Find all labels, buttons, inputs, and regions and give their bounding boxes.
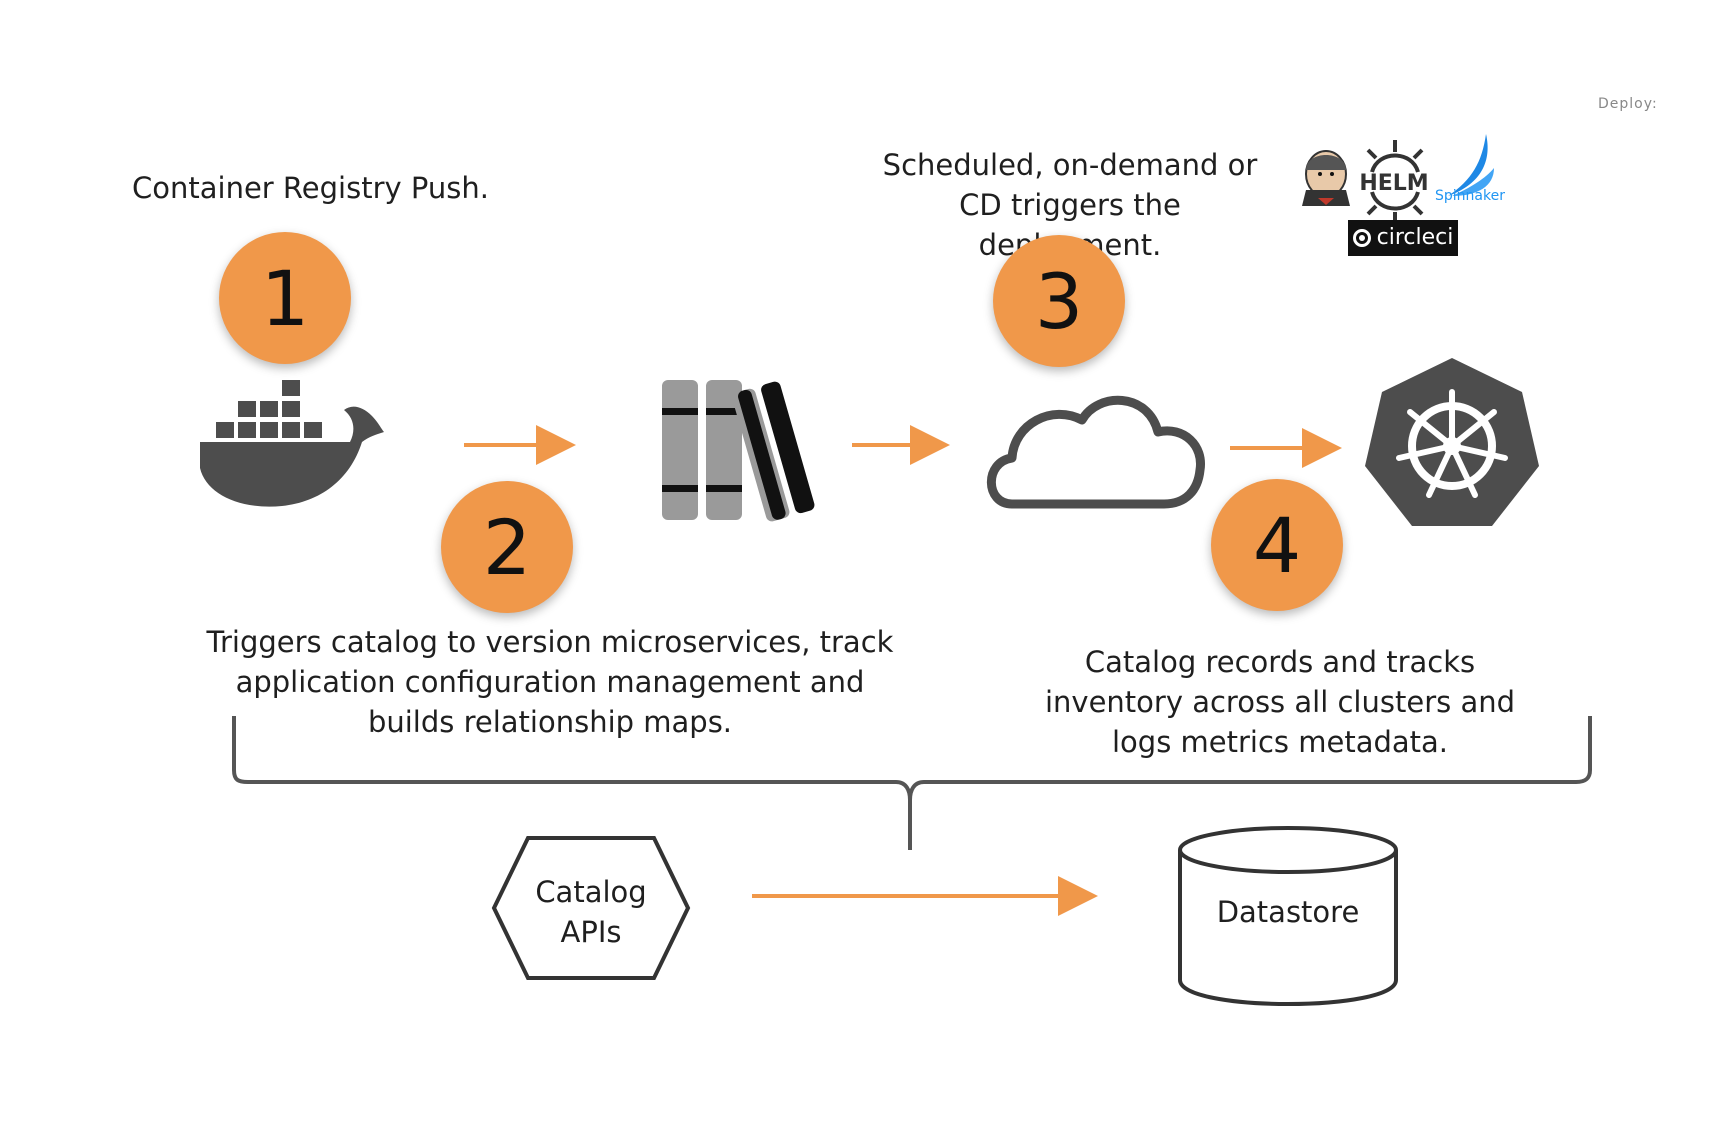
step-2-label-line-3: builds relationship maps. — [367, 705, 733, 739]
step-1-label-line: Container Registry Push. — [132, 171, 489, 205]
spinnaker-wordmark: Spinnaker — [1435, 188, 1505, 204]
step-4-label: Catalog records and tracks inventory acr… — [1030, 642, 1530, 762]
helm-wordmark: HELM — [1359, 171, 1428, 196]
kubernetes-helm-icon — [1365, 358, 1539, 526]
cloud-icon — [986, 395, 1205, 509]
datastore-label: Datastore — [1216, 895, 1360, 929]
step-1-badge: 1 — [219, 232, 351, 364]
step-2-label-line-2: application configuration management and — [235, 665, 865, 699]
circleci-logo-mark — [1352, 229, 1371, 247]
circleci-wordmark: circleci — [1376, 225, 1454, 250]
step-1-label: Container Registry Push. — [132, 168, 489, 208]
spinnaker-icon — [1448, 134, 1494, 196]
grouping-brace — [232, 716, 1592, 850]
corner-text-fragment: Deploy: — [1598, 96, 1658, 112]
step-4-label-line-2: inventory across all clusters and — [1044, 685, 1516, 719]
jenkins-icon — [1302, 150, 1350, 206]
docker-whale-icon — [200, 380, 384, 507]
step-4-label-line-3: logs metrics metadata. — [1111, 725, 1449, 759]
catalog-apis-label-line-2: APIs — [560, 915, 622, 949]
catalog-apis-node — [491, 836, 691, 980]
datastore-node — [1178, 826, 1398, 1006]
step-3-label-line-1: Scheduled, on-demand or — [882, 148, 1258, 182]
step-2-label-line-1: Triggers catalog to version microservice… — [206, 625, 894, 659]
catalog-apis-label: Catalog APIs — [521, 872, 661, 952]
step-2-label: Triggers catalog to version microservice… — [200, 622, 900, 742]
step-2-badge: 2 — [441, 481, 573, 613]
circleci-icon: circleci — [1348, 220, 1458, 256]
books-icon — [662, 380, 815, 522]
step-4-label-line-1: Catalog records and tracks — [1084, 645, 1476, 679]
step-4-badge: 4 — [1211, 479, 1343, 611]
helm-icon — [1366, 140, 1424, 224]
step-3-badge: 3 — [993, 235, 1125, 367]
catalog-apis-label-line-1: Catalog — [535, 875, 647, 909]
